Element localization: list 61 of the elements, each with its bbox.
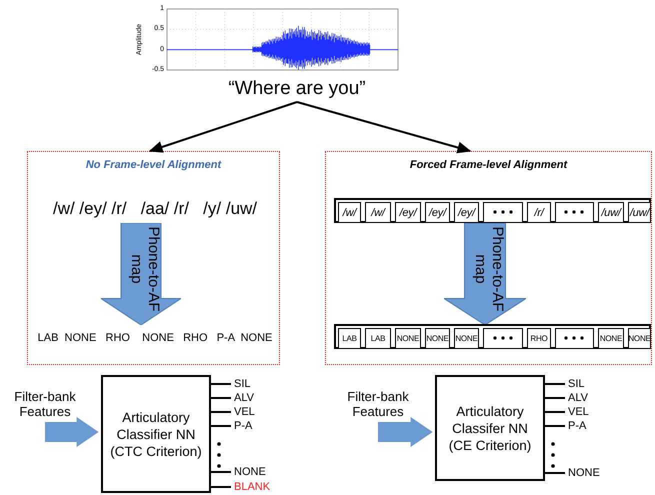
frame-cell: LAB bbox=[365, 328, 391, 349]
output-line bbox=[545, 397, 565, 399]
output-line bbox=[211, 471, 231, 473]
frame-strip bbox=[334, 198, 651, 223]
dashed-panel bbox=[325, 151, 652, 365]
input-label: Filter-bank Features bbox=[338, 389, 418, 421]
output-label: SIL bbox=[234, 377, 278, 391]
arrow bbox=[296, 101, 472, 154]
frame-cell: /uw/ bbox=[598, 202, 624, 223]
input-label: Filter-bank Features bbox=[5, 389, 85, 421]
output-label: ALV bbox=[234, 391, 278, 405]
output-line bbox=[211, 397, 231, 399]
frame-cell: /w/ bbox=[338, 202, 361, 223]
output-label: VEL bbox=[234, 405, 278, 419]
mapping-arrow bbox=[101, 223, 181, 325]
arrow-label: Phone-to-AF map bbox=[128, 225, 162, 314]
frame-cell: LAB bbox=[338, 328, 361, 349]
output-line bbox=[211, 486, 231, 488]
feature-sequence: LAB NONE RHO NONE RHO P-A NONE bbox=[31, 329, 279, 347]
panel-title: Forced Frame-level Alignment bbox=[408, 159, 568, 171]
mapping-arrow bbox=[444, 223, 526, 325]
classifier-box: Articulatory Classifer NN (CE Criterion) bbox=[435, 375, 545, 481]
output-label: BLANK bbox=[234, 480, 278, 494]
output-line bbox=[545, 425, 565, 427]
arrow bbox=[148, 101, 298, 154]
frame-cell: /ey/ bbox=[395, 202, 421, 223]
frame-cell: /uw/ bbox=[628, 202, 651, 223]
dashed-panel bbox=[27, 151, 280, 365]
output-label: NONE bbox=[234, 465, 278, 479]
output-label: P-A bbox=[568, 419, 612, 433]
frame-cell: /ey/ bbox=[454, 202, 479, 223]
output-line bbox=[211, 411, 231, 413]
frame-cell: NONE bbox=[628, 328, 651, 349]
output-label: ALV bbox=[568, 391, 612, 405]
classifier-box: Articulatory Classifier NN (CTC Criterion) bbox=[101, 375, 211, 493]
output-line bbox=[545, 411, 565, 413]
output-line bbox=[211, 425, 231, 427]
frame-strip bbox=[334, 324, 651, 349]
quote-text: “Where are you” bbox=[197, 76, 397, 102]
output-label: SIL bbox=[568, 377, 612, 391]
frame-cell bbox=[555, 328, 594, 349]
frame-cell bbox=[555, 202, 594, 223]
frame-cell bbox=[483, 328, 523, 349]
frame-cell: NONE bbox=[598, 328, 624, 349]
frame-cell: RHO bbox=[527, 328, 551, 349]
frame-cell: /r/ bbox=[527, 202, 551, 223]
frame-cell: NONE bbox=[395, 328, 421, 349]
panel-title: No Frame-level Alignment bbox=[84, 159, 222, 171]
frame-cell: NONE bbox=[454, 328, 479, 349]
output-line bbox=[211, 383, 231, 385]
output-label: NONE bbox=[568, 466, 612, 480]
frame-cell: /ey/ bbox=[425, 202, 450, 223]
output-line bbox=[545, 472, 565, 474]
frame-cell: NONE bbox=[425, 328, 450, 349]
frame-cell bbox=[483, 202, 523, 223]
output-label: P-A bbox=[234, 419, 278, 433]
output-line bbox=[545, 383, 565, 385]
frame-cell: /w/ bbox=[365, 202, 391, 223]
output-label: VEL bbox=[568, 405, 612, 419]
arrow-label: Phone-to-AF map bbox=[472, 225, 506, 314]
phone-sequence: /w/ /ey/ /r/ /aa/ /r/ /y/ /uw/ bbox=[37, 197, 273, 221]
